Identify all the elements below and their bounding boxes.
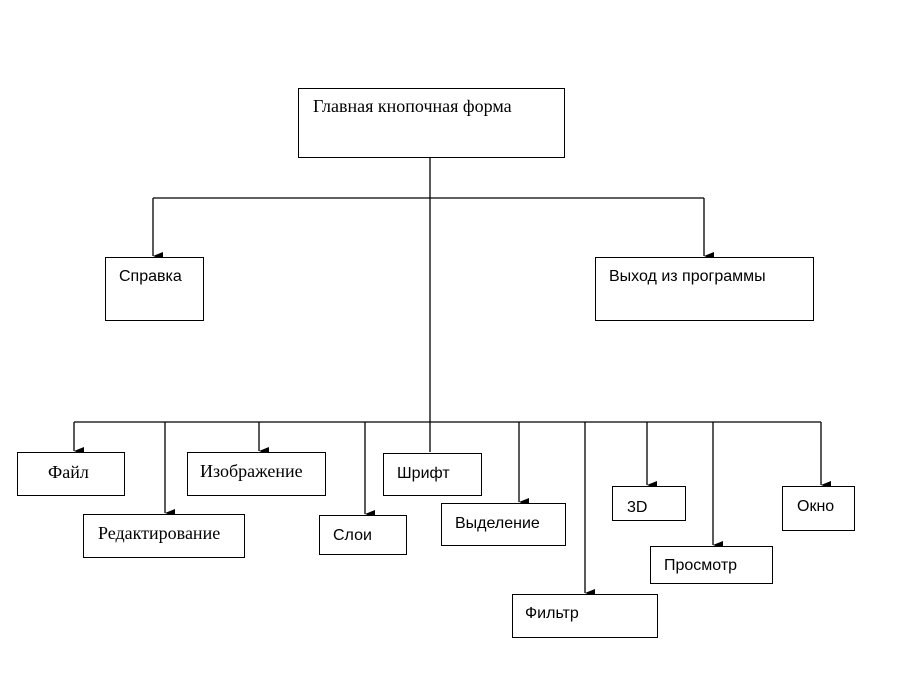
node-selection-label: Выделение <box>455 515 540 532</box>
node-edit-label: Редактирование <box>98 523 221 543</box>
node-exit: Выход из программы <box>595 257 814 321</box>
node-edit: Редактирование <box>83 514 245 558</box>
root-label: Главная кнопочная форма <box>313 96 512 116</box>
node-layers-label: Слои <box>333 527 372 544</box>
node-font-label: Шрифт <box>397 465 450 482</box>
node-view: Просмотр <box>650 546 773 584</box>
node-file-label: Файл <box>48 462 89 482</box>
node-window: Окно <box>782 486 855 531</box>
root-node: Главная кнопочная форма <box>298 88 565 158</box>
node-spravka: Справка <box>105 257 204 321</box>
node-3d-label: 3D <box>627 499 648 516</box>
node-image: Изображение <box>187 452 326 496</box>
node-filter-label: Фильтр <box>525 605 579 622</box>
node-exit-label: Выход из программы <box>609 268 766 285</box>
node-layers: Слои <box>319 515 407 555</box>
node-filter: Фильтр <box>512 594 658 638</box>
node-3d: 3D <box>612 486 686 521</box>
node-spravka-label: Справка <box>119 268 182 285</box>
node-image-label: Изображение <box>200 461 303 481</box>
node-window-label: Окно <box>797 498 835 515</box>
node-file: Файл <box>17 452 125 496</box>
node-selection: Выделение <box>441 503 566 546</box>
node-view-label: Просмотр <box>664 557 738 574</box>
node-font: Шрифт <box>383 453 482 496</box>
